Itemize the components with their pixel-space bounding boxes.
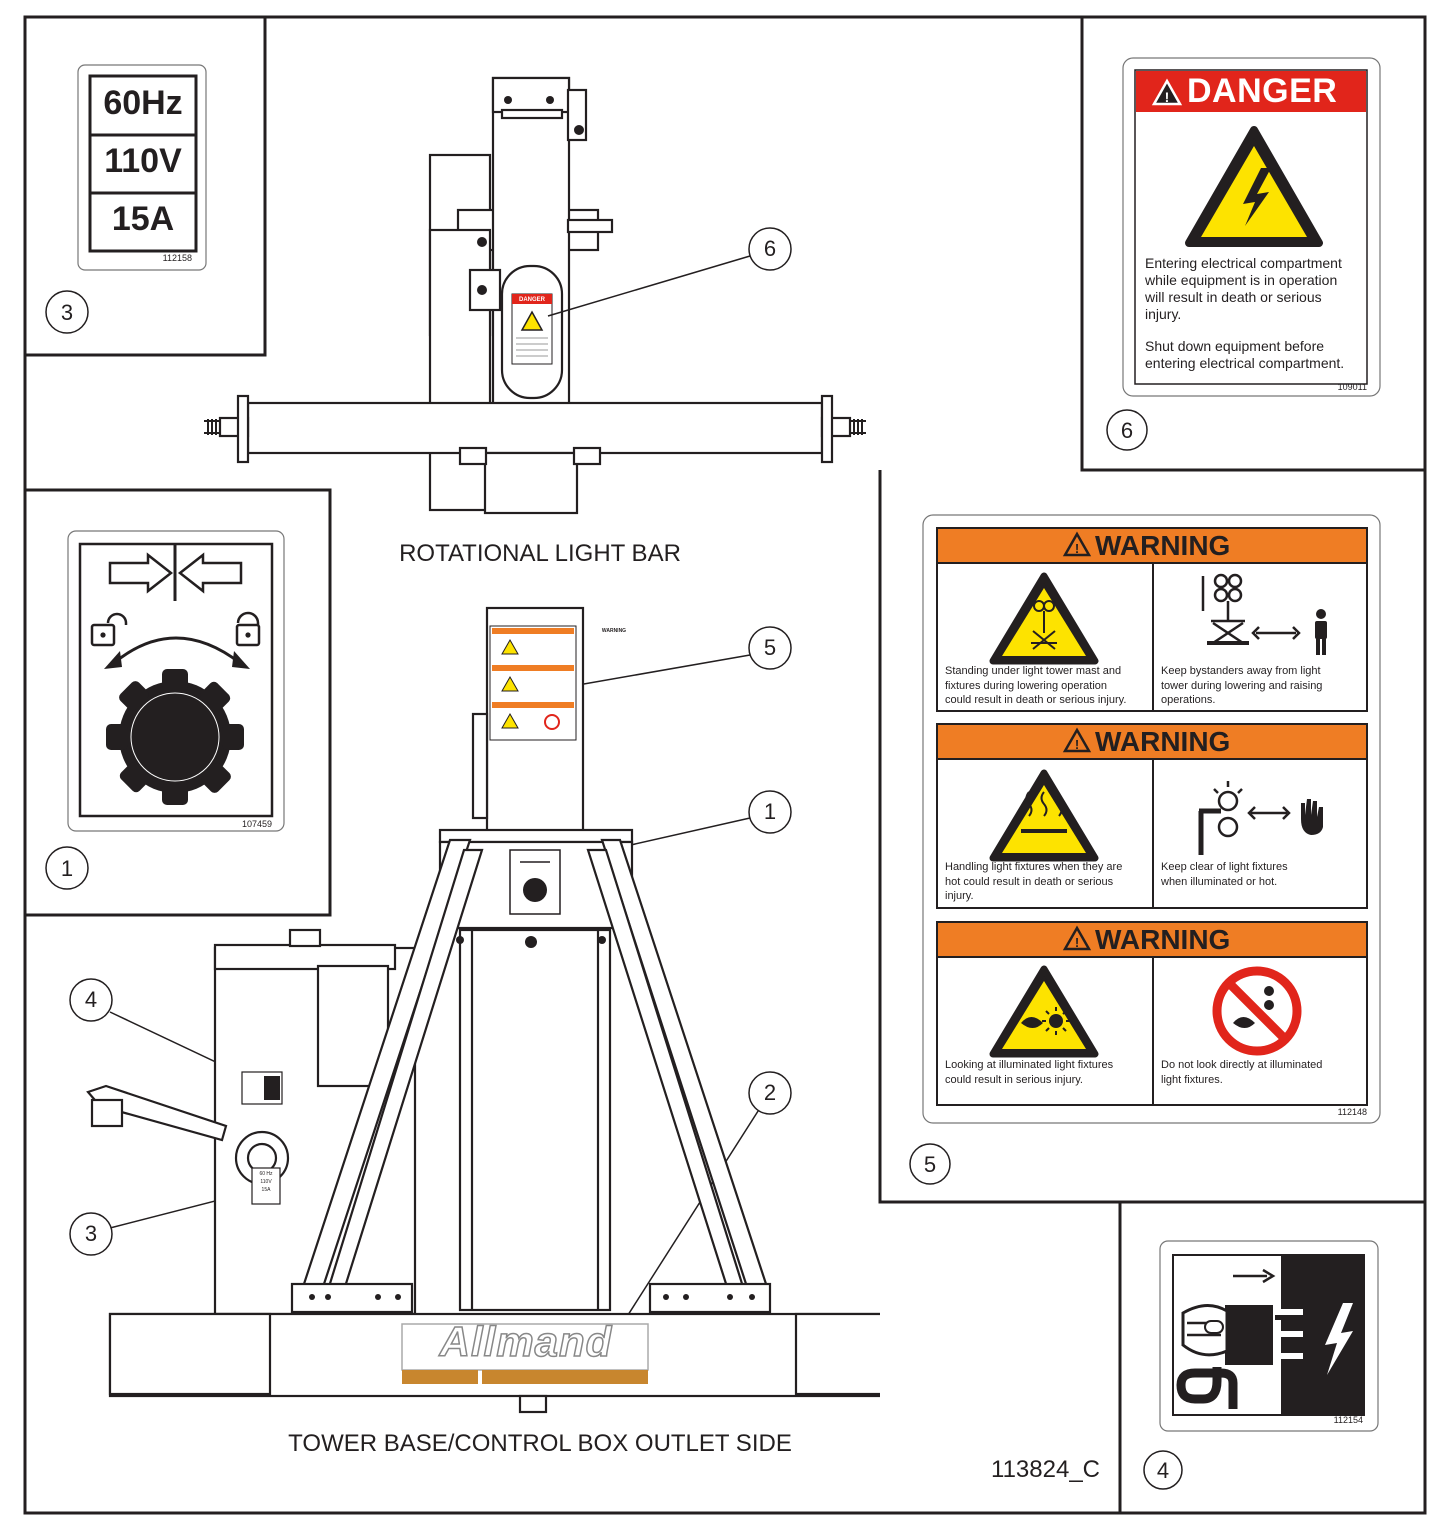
part-number: 107459 [241, 819, 272, 829]
callout-number: 5 [923, 1152, 937, 1177]
text-line: light fixtures. [1161, 1073, 1223, 1086]
callout-number: 4 [1156, 1458, 1170, 1483]
text-line: while equipment is in operation [1145, 272, 1338, 288]
brand-logo: Allmand [439, 1317, 613, 1366]
callout-4-label: 4 [84, 987, 98, 1012]
danger-instruction: Shut down equipment before entering elec… [1145, 338, 1367, 372]
warning-header: WARNING [1095, 924, 1231, 955]
part-number: 112158 [162, 253, 192, 263]
text-line: could result in death or serious injury. [945, 694, 1127, 706]
mini-warning-label: WARNING [601, 628, 627, 634]
rating-frequency: 60Hz [103, 84, 183, 122]
warning-text-left: Standing under light tower mast and fixt… [945, 664, 1150, 708]
callout-number: 3 [60, 300, 74, 325]
warning-text-right: Keep clear of light fixtures when illumi… [1161, 860, 1366, 889]
callout-1-label: 1 [763, 799, 777, 824]
warning-text-left: Handling light fixtures when they are ho… [945, 860, 1150, 904]
text-line: entering electrical compartment. [1145, 355, 1345, 371]
part-number: 109011 [1337, 382, 1367, 392]
light-bar-drawing [204, 76, 866, 515]
text-line: tower during lowering and raising [1161, 679, 1323, 692]
text-line: 60 Hz [259, 1171, 273, 1177]
mini-danger-label: DANGER [518, 297, 545, 303]
text-line: hot could result in death or serious [945, 875, 1114, 888]
text-line: when illuminated or hot. [1161, 875, 1278, 888]
text-line: operations. [1161, 694, 1216, 706]
text-line: Handling light fixtures when they are [945, 861, 1123, 873]
callout-6-label: 6 [763, 236, 777, 261]
svg-text:!: ! [1075, 541, 1079, 556]
tower-base-drawing [86, 606, 880, 1414]
text-line: Do not look directly at illuminated [1161, 1059, 1323, 1071]
rating-amperage: 15A [111, 200, 175, 238]
callout-lines [69, 227, 792, 1363]
callout-5-label: 5 [763, 635, 777, 660]
part-number: 112148 [1337, 1107, 1367, 1117]
light-bar-caption: ROTATIONAL LIGHT BAR [399, 540, 681, 567]
text-line: Entering electrical compartment [1145, 255, 1342, 271]
text-line: 15A [261, 1187, 271, 1193]
mini-rating-label: 60 Hz 110V 15A [252, 1170, 280, 1194]
text-line: Looking at illuminated light fixtures [945, 1059, 1114, 1071]
warning-text-right: Do not look directly at illuminated ligh… [1161, 1058, 1366, 1087]
danger-decal-panel: ! DANGER Entering electrical compartment… [1083, 18, 1424, 469]
text-line: Keep clear of light fixtures [1161, 861, 1288, 873]
warning-text-right: Keep bystanders away from light tower du… [1161, 664, 1366, 708]
svg-text:!: ! [1075, 737, 1079, 752]
text-line: injury. [945, 890, 974, 902]
text-line: Keep bystanders away from light [1161, 665, 1321, 677]
text-line: injury. [1145, 306, 1182, 322]
warning-text-left: Looking at illuminated light fixtures co… [945, 1058, 1150, 1087]
callout-number: 1 [60, 856, 74, 881]
lock-knob-panel: 107459 1 [26, 491, 329, 914]
text-line: fixtures during lowering operation [945, 679, 1108, 692]
danger-header: DANGER [1187, 72, 1338, 110]
callout-3-label: 3 [84, 1221, 98, 1246]
plug-decal-panel: 112154 4 [1121, 1203, 1424, 1512]
tower-base-caption: TOWER BASE/CONTROL BOX OUTLET SIDE [288, 1430, 792, 1457]
part-number: 112154 [1333, 1415, 1363, 1425]
svg-text:!: ! [1075, 935, 1079, 950]
text-line: could result in serious injury. [945, 1073, 1083, 1086]
callout-number: 6 [1120, 418, 1134, 443]
document-number: 113824_C [991, 1456, 1100, 1483]
svg-text:!: ! [1165, 89, 1170, 105]
text-line: Shut down equipment before [1145, 338, 1325, 354]
text-line: Standing under light tower mast and [945, 665, 1122, 677]
warning-header: WARNING [1095, 726, 1231, 757]
callout-2-label: 2 [763, 1080, 777, 1105]
text-line: will result in death or serious [1145, 289, 1322, 305]
danger-message: Entering electrical compartment while eq… [1145, 255, 1367, 323]
warning-header: WARNING [1095, 530, 1231, 561]
warning-decal-panel: !!! [881, 471, 1424, 1201]
text-line: 110V [260, 1179, 272, 1185]
rating-voltage: 110V [104, 142, 182, 180]
electrical-rating-panel: 60Hz 110V 15A 112158 3 [26, 18, 264, 354]
